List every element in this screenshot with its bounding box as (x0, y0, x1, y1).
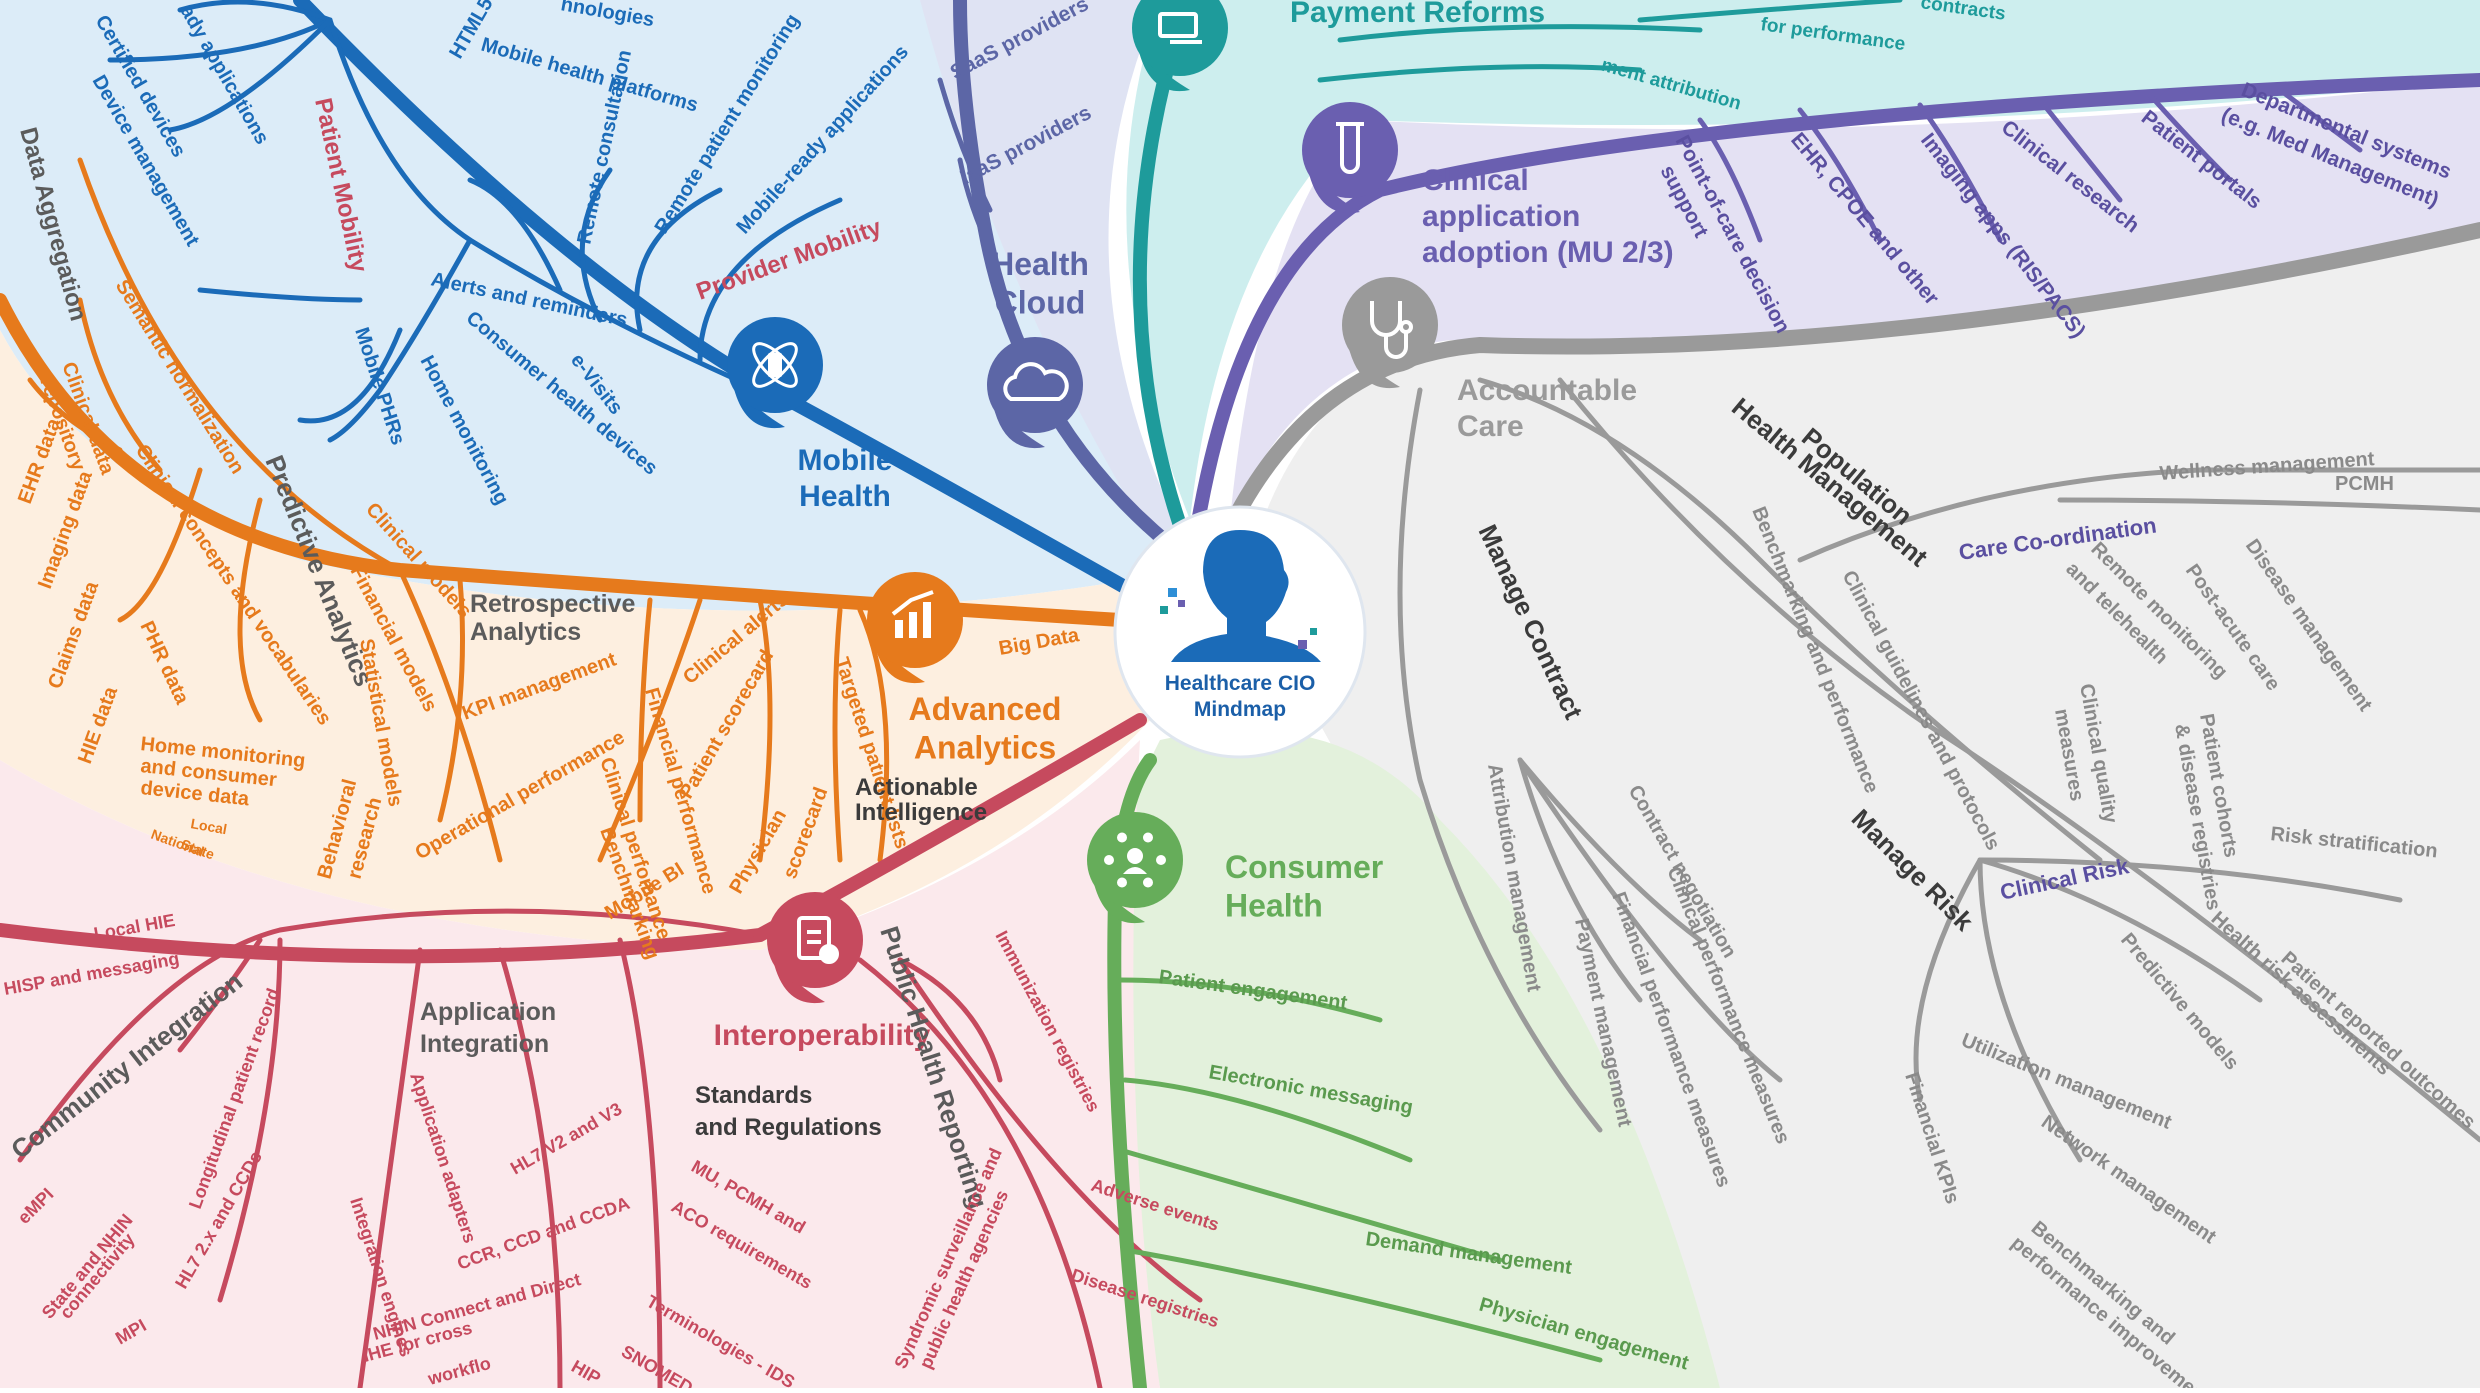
advanced-analytics-label-intelligence: Intelligence (855, 799, 987, 826)
interoperability-title: Interoperability (714, 1019, 931, 1052)
interoperability-label-integration: Integration (420, 1030, 549, 1058)
interoperability-label-application: Application (420, 998, 556, 1026)
advanced-analytics-label-retrospective: Retrospective (470, 590, 635, 618)
payment-reforms-title: Payment Reforms (1290, 0, 1545, 29)
accountable-care-label-pcmh: PCMH (2335, 473, 2394, 495)
interoperability-label-and-regulations: and Regulations (695, 1114, 882, 1141)
center-node[interactable]: Healthcare CIO Mindmap (1115, 507, 1365, 757)
advanced-analytics-label-analytics: Analytics (470, 618, 581, 646)
center-title: Healthcare CIO (1165, 672, 1316, 695)
interoperability-label-standards: Standards (695, 1082, 812, 1109)
center-subtitle: Mindmap (1194, 698, 1286, 721)
advanced-analytics-label-actionable: Actionable (855, 774, 978, 801)
